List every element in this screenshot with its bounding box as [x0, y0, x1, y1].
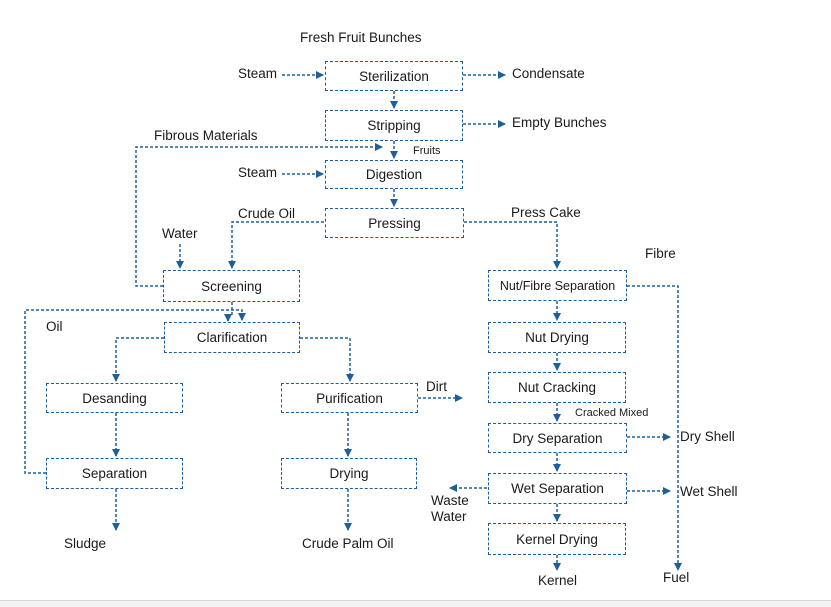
- label-press-cake: Press Cake: [511, 205, 581, 220]
- arrow-clarification-purification: [300, 337, 354, 382]
- node-kernel-drying: Kernel Drying: [488, 523, 626, 555]
- arrow-screening-clarification: [224, 302, 233, 322]
- node-nut-drying: Nut Drying: [488, 322, 626, 353]
- label-fruits: Fruits: [413, 145, 441, 157]
- label-crude-oil: Crude Oil: [238, 206, 296, 221]
- node-screening: Screening: [163, 270, 300, 302]
- node-stripping: Stripping: [325, 110, 463, 141]
- node-purification: Purification: [281, 383, 418, 413]
- node-nut-fibre-separation: Nut/Fibre Separation: [488, 270, 627, 301]
- node-wet-separation: Wet Separation: [488, 473, 627, 504]
- node-drying: Drying: [281, 458, 417, 489]
- node-desanding: Desanding: [46, 383, 183, 413]
- label-fuel: Fuel: [663, 570, 690, 585]
- label-fibre: Fibre: [645, 246, 676, 261]
- label-waste: Waste: [431, 493, 469, 508]
- arrow-fibrous-materials: [135, 143, 383, 287]
- label-cracked-mixed: Cracked Mixed: [575, 407, 649, 419]
- label-condensate: Condensate: [512, 66, 585, 81]
- label-wet-shell: Wet Shell: [680, 484, 738, 499]
- label-dry-shell: Dry Shell: [680, 429, 735, 444]
- label-crude-palm-oil: Crude Palm Oil: [302, 536, 394, 551]
- label-steam-digestion: Steam: [238, 165, 278, 180]
- node-sterilization: Sterilization: [325, 61, 463, 91]
- label-oil: Oil: [46, 319, 63, 334]
- label-fibrous-materials: Fibrous Materials: [154, 128, 258, 143]
- label-fresh-fruit-bunches: Fresh Fruit Bunches: [300, 30, 422, 45]
- arrow-fibre-fuel: [627, 285, 682, 571]
- node-dry-separation: Dry Separation: [488, 423, 627, 453]
- label-empty-bunches: Empty Bunches: [512, 115, 607, 130]
- label-dirt: Dirt: [426, 379, 447, 394]
- arrow-clarification-desanding: [112, 337, 164, 382]
- node-nut-cracking: Nut Cracking: [488, 372, 626, 403]
- node-clarification: Clarification: [164, 322, 300, 353]
- label-waste-water: Water: [431, 509, 467, 524]
- label-sludge: Sludge: [64, 536, 107, 551]
- label-kernel: Kernel: [538, 573, 578, 588]
- arrow-press-cake: [464, 221, 561, 269]
- bottom-divider: [0, 600, 831, 607]
- node-digestion: Digestion: [325, 160, 463, 189]
- label-steam-sterilization: Steam: [238, 66, 278, 81]
- node-pressing: Pressing: [325, 208, 464, 238]
- node-separation: Separation: [46, 458, 183, 489]
- arrow-crude-oil: [228, 221, 324, 269]
- label-water: Water: [162, 226, 198, 241]
